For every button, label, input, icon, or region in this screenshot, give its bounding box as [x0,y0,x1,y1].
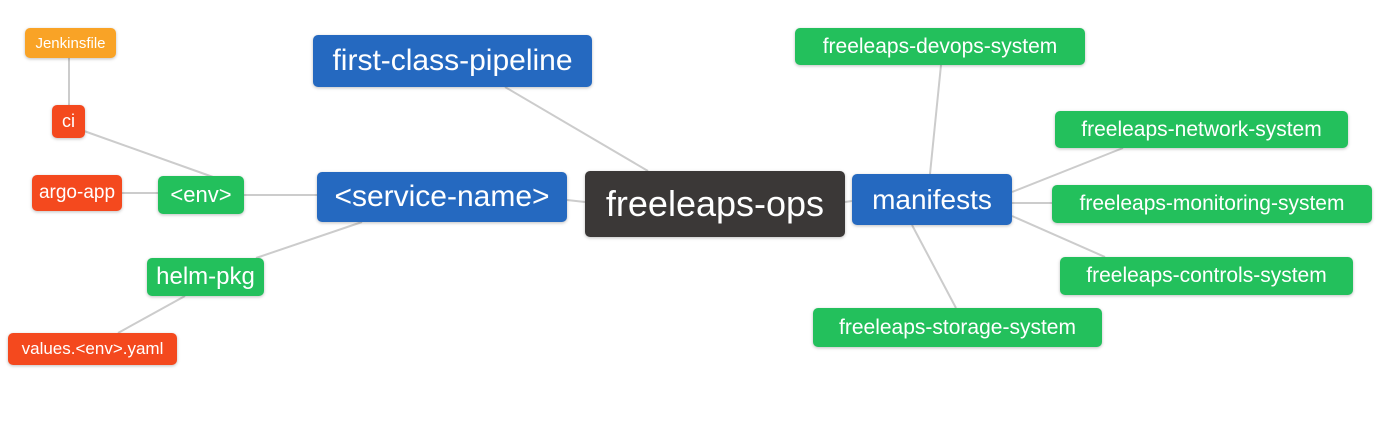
edge-service-name--helm-pkg [255,221,363,259]
node-freeleaps-devops-system[interactable]: freeleaps-devops-system [795,28,1085,65]
node-ci[interactable]: ci [52,105,85,138]
node-freeleaps-monitoring-system[interactable]: freeleaps-monitoring-system [1052,185,1372,223]
node-freeleaps-storage-system[interactable]: freeleaps-storage-system [813,308,1102,347]
node-values-env-yaml[interactable]: values.<env>.yaml [8,333,177,365]
node-first-class-pipeline[interactable]: first-class-pipeline [313,35,592,87]
edge-manifests--freeleaps-devops-system [929,64,942,175]
edge-manifests--freeleaps-network-system [1011,147,1124,193]
edge-manifests--freeleaps-storage-system [911,224,957,309]
node-freeleaps-controls-system[interactable]: freeleaps-controls-system [1060,257,1353,295]
node-service-name[interactable]: <service-name> [317,172,567,222]
edge-helm-pkg--values-env-yaml [117,295,186,334]
node-manifests[interactable]: manifests [852,174,1012,225]
node-freeleaps-network-system[interactable]: freeleaps-network-system [1055,111,1348,148]
edge-freeleaps-ops--manifests [844,200,853,203]
edge-service-name--freeleaps-ops [566,199,586,203]
node-env[interactable]: <env> [158,176,244,214]
edge-ci--env [83,130,214,178]
node-jenkinsfile[interactable]: Jenkinsfile [25,28,116,58]
node-helm-pkg[interactable]: helm-pkg [147,258,264,296]
edge-manifests--freeleaps-controls-system [1011,215,1106,258]
node-argo-app[interactable]: argo-app [32,175,122,211]
edge-first-class-pipeline--freeleaps-ops [504,86,649,172]
node-freeleaps-ops[interactable]: freeleaps-ops [585,171,845,237]
